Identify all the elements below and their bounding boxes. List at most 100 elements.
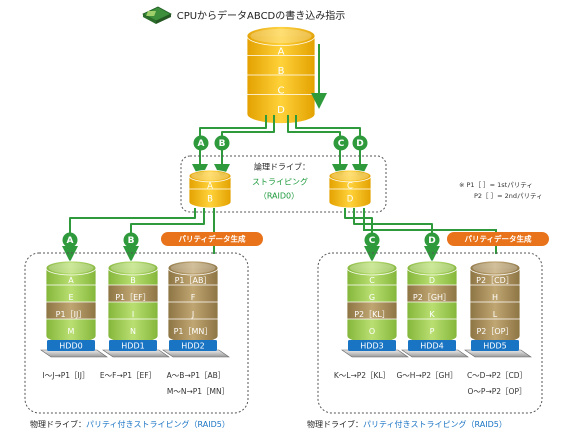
hdd-3-stack-segment-label: C	[369, 276, 375, 285]
hdd-5-stack-top	[469, 260, 521, 276]
logical-left-stack-segment-body	[188, 188, 232, 209]
hdd-3-label-bg	[348, 340, 396, 351]
source-disk-stack-top-highlight	[250, 28, 312, 44]
route-bubble-c-bottom: C	[364, 232, 380, 248]
hdd-4-label: HDD4	[420, 342, 443, 351]
hdd-3-stack-top-highlight	[349, 262, 395, 274]
hdd-2-stack-top	[167, 260, 219, 276]
parity-legend-line2: P2［ ］= 2ndパリティ	[474, 192, 543, 200]
hdd-5-stack-segment-label: P2［OP］	[476, 327, 513, 336]
caption-right-value: パリティ付きストライピング（RAID5）	[363, 419, 507, 429]
route-bubble-d-top-circle	[352, 135, 368, 151]
caption-right-prefix: 物理ドライブ：	[307, 419, 363, 429]
route-bubble-d-bottom-label: D	[428, 236, 435, 246]
hdd-2-stack-segment: P1［MN］	[167, 318, 219, 344]
hdd-0-stack-segment-label: A	[68, 276, 74, 285]
hdd-3-base-plate	[341, 349, 409, 358]
parity-formula-left-2: E～F→P1［EF］	[100, 371, 156, 380]
cpu-chip-icon	[142, 6, 172, 24]
parity-badge-right: パリティデータ生成	[447, 232, 549, 246]
cpu-instruction-text: CPUからデータABCDの書き込み指示	[177, 9, 346, 22]
hdd-1-base: HDD1	[102, 340, 170, 358]
hdd-4-stack-segment-label: P2［GH］	[413, 293, 451, 302]
hdd-5-stack-segment-label: L	[493, 310, 498, 319]
hdd-0-stack-top-highlight	[48, 262, 94, 274]
hdd-3-stack-segment-label: P2［KL］	[354, 310, 390, 319]
logical-right-stack-segment: D	[328, 188, 372, 209]
route-bubble-d-top: D	[352, 135, 368, 151]
hdd-2-stack-segment-label: J	[191, 310, 194, 319]
logical-right-stack-segment-body	[328, 188, 372, 209]
source-disk-stack-segment-label: A	[278, 46, 285, 57]
source-disk-stack-segment-label: B	[278, 66, 285, 77]
logical-drive-frame	[180, 155, 387, 213]
route-bubble-c-bottom-circle	[364, 232, 380, 248]
hdd-1-stack-top	[107, 260, 159, 276]
physical-drive-frame-right	[317, 252, 543, 414]
hdd-4-base-plate	[401, 349, 469, 358]
route-bubble-c-top: C	[333, 135, 349, 151]
route-bubble-c-top-circle	[333, 135, 349, 151]
cpu-chip-die	[146, 11, 156, 16]
physical-drive-frame-left	[24, 252, 249, 414]
hdd-5-base: HDD5	[464, 340, 532, 358]
hdd-0-label-bg	[47, 340, 95, 351]
hdd-1-stack-segment-label: N	[130, 327, 136, 336]
parity-legend-line1: ※ P1［ ］= 1stパリティ	[459, 181, 533, 189]
parity-formula-right-4: O～P→P2［OP］	[468, 387, 527, 396]
caption-left-prefix: 物理ドライブ：	[30, 419, 86, 429]
hdd-2-base: HDD2	[162, 340, 230, 358]
hdd-4-stack-segment-label: P	[430, 327, 435, 336]
hdd-4-stack-segment-label: D	[429, 276, 435, 285]
hdd-5-stack-top-highlight	[472, 262, 518, 274]
route-bubble-c-top-label: C	[338, 139, 345, 149]
parity-badge-left: パリティデータ生成	[161, 232, 263, 246]
logical-right-stack-segment-label: D	[347, 195, 354, 205]
hdd-1-stack-top-highlight	[110, 262, 156, 274]
source-disk-stack-top	[246, 26, 316, 46]
cpu-chip-side-right	[156, 14, 171, 24]
logical-drive-mode: ストライピング	[252, 177, 308, 187]
hdd-5-label-bg	[471, 340, 519, 351]
route-bubble-c-bottom-label: C	[369, 236, 376, 246]
hdd-4-stack-top-highlight	[409, 262, 455, 274]
hdd-1-stack-segment-label: I	[132, 310, 134, 319]
hdd-0-stack-segment: M	[45, 318, 97, 344]
hdd-4-base: HDD4	[401, 340, 469, 358]
hdd-1-stack: BP1［EF］IN	[107, 260, 159, 344]
hdd-0-label: HDD0	[59, 342, 82, 351]
source-disk-stack: ABCD	[246, 26, 316, 124]
parity-badge-right-label: パリティデータ生成	[464, 234, 532, 244]
logical-drive-raid: （RAID0）	[259, 192, 299, 201]
hdd-0-base: HDD0	[40, 340, 108, 358]
route-bubble-a-top-circle	[193, 135, 209, 151]
hdd-5-base-plate	[464, 349, 532, 358]
parity-formula-left-4: M～N→P1［MN］	[167, 387, 229, 396]
hdd-1-base-plate	[102, 349, 170, 358]
hdd-2-stack-segment-label: P1［AB］	[175, 276, 212, 285]
hdd-4-stack-segment: P	[406, 318, 458, 344]
logical-right-stack: CD	[328, 169, 372, 209]
route-bubble-d-bottom: D	[424, 232, 440, 248]
hdd-0-base-plate	[40, 349, 108, 358]
route-bubble-b-bottom: B	[123, 232, 139, 248]
parity-formula-right-3: C～D→P2［CD］	[467, 371, 527, 380]
parity-badge-left-bg	[161, 232, 263, 246]
route-bubble-b-bottom-label: B	[128, 236, 135, 246]
hdd-1-stack-segment-label: P1［EF］	[115, 293, 151, 302]
route-bubble-a-bottom-circle	[62, 232, 78, 248]
hdd-3-stack-top	[346, 260, 398, 276]
parity-formula-left-1: I～J→P1［IJ］	[43, 371, 90, 380]
hdd-5-stack-segment-label: P2［CD］	[476, 276, 514, 285]
hdd-1-label: HDD1	[121, 342, 144, 351]
caption-left-value: パリティ付きストライピング（RAID5）	[86, 419, 230, 429]
hdd-3-label: HDD3	[360, 342, 383, 351]
route-bubble-b-bottom-circle	[123, 232, 139, 248]
route-bubble-d-bottom-circle	[424, 232, 440, 248]
logical-right-stack-top-highlight	[331, 171, 369, 181]
source-disk-stack-segment-body	[246, 94, 316, 124]
